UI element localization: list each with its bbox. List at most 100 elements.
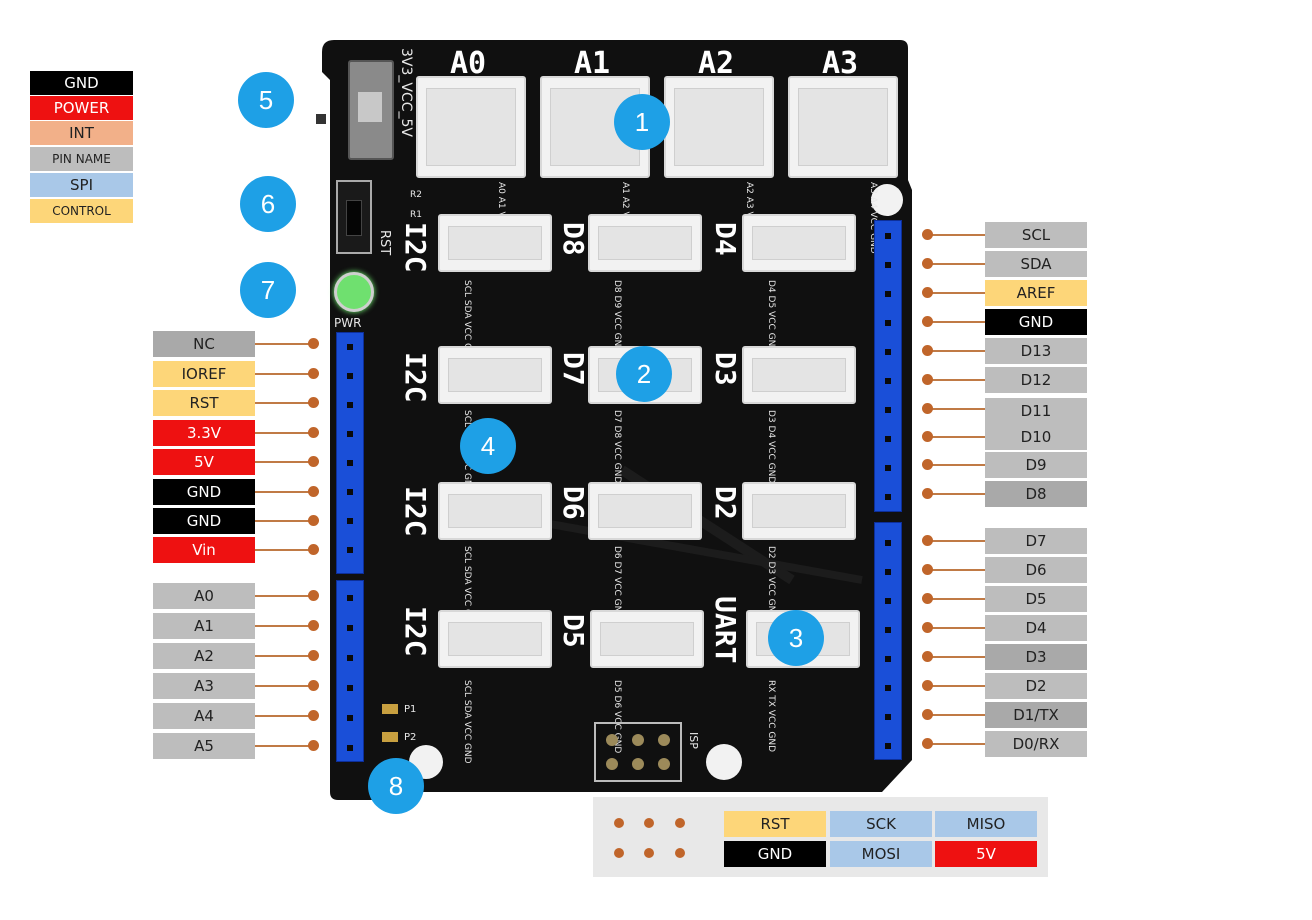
- label-3v3: 3.3V: [153, 420, 255, 446]
- isp-5v: 5V: [935, 841, 1037, 867]
- right-upper-header[interactable]: [874, 220, 902, 512]
- isp-miso: MISO: [935, 811, 1037, 837]
- label-a1: A1: [153, 613, 255, 639]
- legend-int: INT: [30, 121, 133, 145]
- port-label-i2c-2: I2C: [399, 352, 432, 403]
- label-d8: D8: [985, 481, 1087, 507]
- label-a5: A5: [153, 733, 255, 759]
- power-led: [334, 272, 374, 312]
- port-label-i2c-1: I2C: [399, 222, 432, 273]
- label-nc: NC: [153, 331, 255, 357]
- label-gnd-2: GND: [153, 508, 255, 534]
- label-rst: RST: [153, 390, 255, 416]
- label-a3: A3: [153, 673, 255, 699]
- grove-connector-d2[interactable]: [742, 482, 856, 540]
- grove-connector-i2c-2[interactable]: [438, 346, 552, 404]
- p1-label: P1: [404, 704, 417, 715]
- port-label-d6: D6: [557, 486, 590, 520]
- label-d5: D5: [985, 586, 1087, 612]
- pins-d3: D3 D4 VCC GND: [766, 410, 776, 484]
- port-label-a0: A0: [450, 46, 487, 81]
- port-label-d8: D8: [557, 222, 590, 256]
- callout-8: 8: [368, 758, 424, 814]
- label-d1-tx: D1/TX: [985, 702, 1087, 728]
- grove-connector-a2[interactable]: [664, 76, 774, 178]
- grove-connector-a3[interactable]: [788, 76, 898, 178]
- port-label-d2: D2: [709, 486, 742, 520]
- isp-rst: RST: [724, 811, 826, 837]
- callout-6: 6: [240, 176, 296, 232]
- port-label-a3: A3: [822, 46, 859, 81]
- voltage-switch[interactable]: [348, 60, 394, 160]
- label-a2: A2: [153, 643, 255, 669]
- port-label-a2: A2: [698, 46, 735, 81]
- rst-label: RST: [377, 230, 392, 256]
- label-d9: D9: [985, 452, 1087, 478]
- isp-gnd: GND: [724, 841, 826, 867]
- legend-power: POWER: [30, 96, 133, 120]
- label-sda: SDA: [985, 251, 1087, 277]
- grove-connector-i2c-4[interactable]: [438, 610, 552, 668]
- callout-3: 3: [768, 610, 824, 666]
- port-label-a1: A1: [574, 46, 611, 81]
- pins-uart: RX TX VCC GND: [766, 680, 776, 753]
- grove-connector-a0[interactable]: [416, 76, 526, 178]
- isp-header[interactable]: [594, 722, 682, 782]
- label-d11: D11: [985, 398, 1087, 424]
- pins-i2c-4: SCL SDA VCC GND: [462, 680, 472, 764]
- r1-label: R1: [410, 210, 422, 220]
- port-label-d3: D3: [709, 352, 742, 386]
- port-label-i2c-4: I2C: [399, 606, 432, 657]
- grove-base-shield-board: 3V3_VCC_5V RST R2 R1 PWR A0 A1 A2 A3 A0 …: [316, 40, 912, 800]
- grove-connector-d5[interactable]: [590, 610, 704, 668]
- r2-label: R2: [410, 190, 422, 200]
- legend-spi: SPI: [30, 173, 133, 197]
- label-d0-rx: D0/RX: [985, 731, 1087, 757]
- callout-4: 4: [460, 418, 516, 474]
- callout-1: 1: [614, 94, 670, 150]
- grove-connector-d6[interactable]: [588, 482, 702, 540]
- p2-label: P2: [404, 732, 417, 743]
- label-ioref: IOREF: [153, 361, 255, 387]
- left-analog-header[interactable]: [336, 580, 364, 762]
- port-label-i2c-3: I2C: [399, 486, 432, 537]
- label-d13: D13: [985, 338, 1087, 364]
- reset-button[interactable]: [336, 180, 372, 254]
- callout-7: 7: [240, 262, 296, 318]
- legend-pin-name: PIN NAME: [30, 147, 133, 171]
- pwr-label: PWR: [334, 316, 362, 330]
- label-a0: A0: [153, 583, 255, 609]
- pins-d7: D7 D8 VCC GND: [612, 410, 622, 484]
- pins-d4: D4 D5 VCC GND: [766, 280, 776, 354]
- left-power-header[interactable]: [336, 332, 364, 574]
- label-d3: D3: [985, 644, 1087, 670]
- legend-control: CONTROL: [30, 199, 133, 223]
- callout-2: 2: [616, 346, 672, 402]
- grove-connector-d3[interactable]: [742, 346, 856, 404]
- label-scl: SCL: [985, 222, 1087, 248]
- pins-d8: D8 D9 VCC GND: [612, 280, 622, 354]
- label-d2: D2: [985, 673, 1087, 699]
- isp-sck: SCK: [830, 811, 932, 837]
- label-5v: 5V: [153, 449, 255, 475]
- port-label-d5: D5: [557, 614, 590, 648]
- label-gnd-1: GND: [153, 479, 255, 505]
- grove-connector-i2c-1[interactable]: [438, 214, 552, 272]
- isp-label: ISP: [687, 732, 700, 749]
- grove-connector-d8[interactable]: [588, 214, 702, 272]
- label-d6: D6: [985, 557, 1087, 583]
- port-label-d7: D7: [557, 352, 590, 386]
- label-d12: D12: [985, 367, 1087, 393]
- grove-connector-i2c-3[interactable]: [438, 482, 552, 540]
- pins-d2: D2 D3 VCC GND: [766, 546, 776, 620]
- switch-label: 3V3_VCC_5V: [398, 48, 414, 138]
- right-lower-header[interactable]: [874, 522, 902, 760]
- isp-pinout-legend: RST SCK MISO GND MOSI 5V: [593, 797, 1048, 877]
- isp-mosi: MOSI: [830, 841, 932, 867]
- label-d7: D7: [985, 528, 1087, 554]
- grove-connector-d4[interactable]: [742, 214, 856, 272]
- isp-pinout-dots: [614, 818, 685, 858]
- isp-pins-graphic: [606, 734, 670, 770]
- label-d4: D4: [985, 615, 1087, 641]
- pad-p1: [382, 704, 398, 714]
